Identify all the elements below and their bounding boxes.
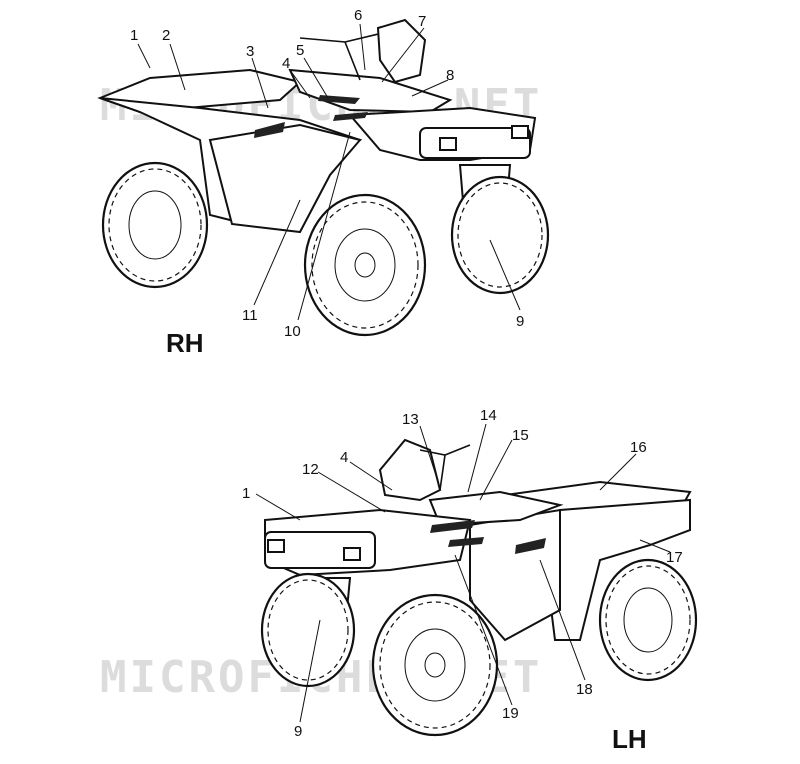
headlight-pod-lh [378,438,442,502]
callout-lh-18: 18 [576,681,593,698]
lh-callouts: 13 14 15 16 4 12 1 17 18 19 9 [242,407,683,740]
callout-rh-10: 10 [284,323,301,340]
headlight-lh-left [267,539,285,553]
front-left-hub-lh [424,652,446,678]
callout-lh-19: 19 [502,705,519,722]
lh-leader-lines [255,423,671,723]
front-left-tire [450,175,550,295]
front-right-tread-lh [267,579,349,681]
headlight-lh-right [343,547,361,561]
callout-lh-14: 14 [480,407,497,424]
decal-side-lh [448,537,484,547]
callout-rh-4: 4 [282,55,290,72]
front-right-rim [334,228,396,302]
callout-rh-2: 2 [162,27,170,44]
callout-rh-1: 1 [130,27,138,44]
rear-right-rim [128,190,182,260]
front-left-rim-lh [404,628,466,702]
callout-rh-7: 7 [418,13,426,30]
decal-side-rh [333,112,368,121]
callout-rh-5: 5 [296,42,304,59]
decal-tank-lh [430,520,475,533]
callout-lh-12: 12 [302,461,319,478]
atv-rh-illustration [97,18,550,337]
front-right-tread [311,201,419,329]
callout-lh-4: 4 [340,449,348,466]
callout-rh-9: 9 [516,313,524,330]
rh-leader-lines [137,23,521,321]
view-label-rh: RH [166,328,204,358]
atv-lh-illustration [260,438,698,737]
decal-fender-lh [515,538,546,554]
callout-rh-11: 11 [242,307,258,324]
rear-left-tire-lh [598,558,698,682]
callout-rh-3: 3 [246,43,254,60]
callout-rh-6: 6 [354,7,362,24]
callout-lh-16: 16 [630,439,647,456]
headlight-right [511,125,529,139]
callout-lh-15: 15 [512,427,529,444]
front-left-tread-lh [379,601,491,729]
rh-callouts: 1 2 3 4 5 6 7 8 9 10 11 [130,7,524,340]
headlight-pod [376,18,427,84]
rear-left-rim-lh [623,587,673,653]
decal-tank-rh [318,95,360,104]
rear-left-tread-lh [605,565,691,675]
headlight-left [439,137,457,151]
callout-lh-17: 17 [666,549,683,566]
callout-lh-13: 13 [402,411,419,428]
front-right-tire [303,193,427,337]
front-right-hub [354,252,376,278]
decal-fender-rh [254,122,285,138]
callout-lh-1: 1 [242,485,250,502]
view-label-lh: LH [612,724,647,754]
front-left-tread [457,182,543,288]
callout-lh-9: 9 [294,723,302,740]
rear-right-tread [108,168,202,282]
side-panel [208,123,362,234]
rear-right-tire [101,161,209,289]
callout-rh-8: 8 [446,67,454,84]
front-right-tire-lh [260,572,356,688]
